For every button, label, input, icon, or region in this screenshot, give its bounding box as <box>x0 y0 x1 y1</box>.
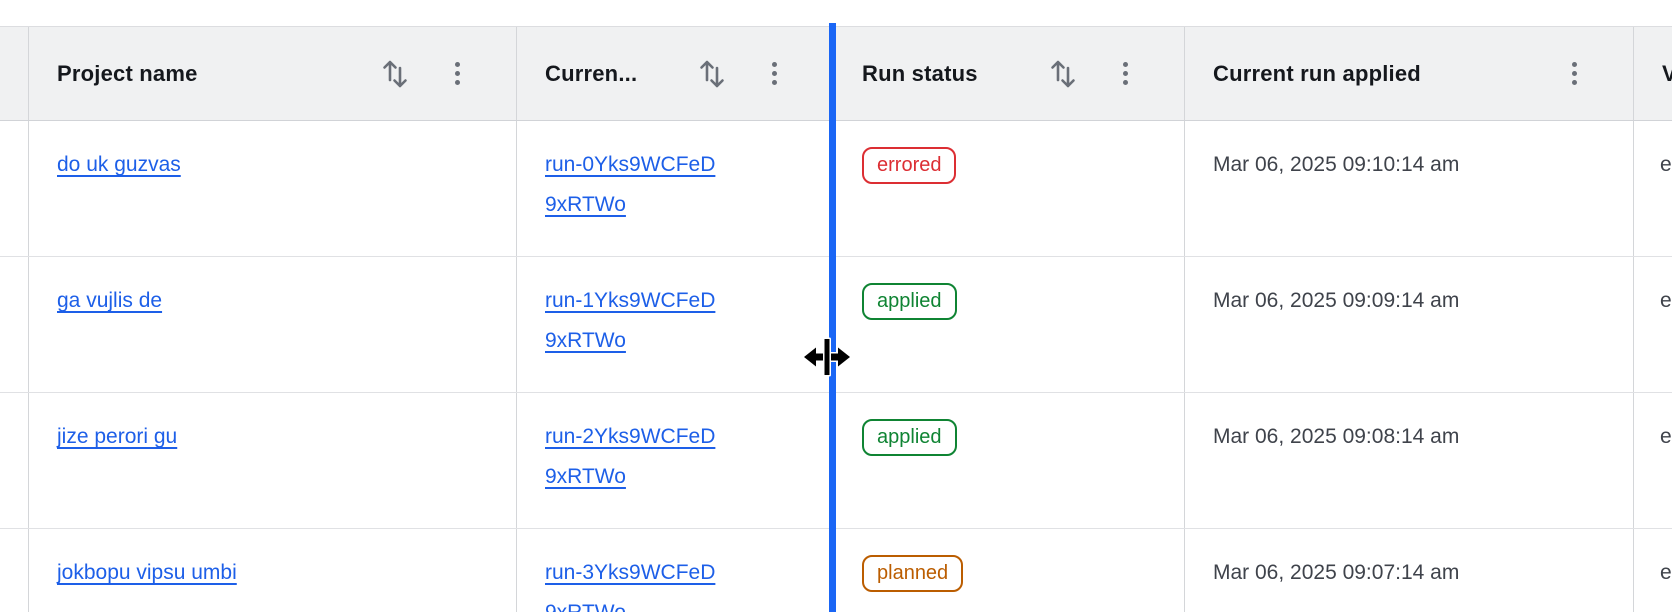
run-id-link[interactable]: run-3Yks9WCFeD 9xRTWo <box>545 561 716 612</box>
current-run-cell: run-0Yks9WCFeD 9xRTWo <box>517 121 834 256</box>
clipped-right-cell: e <box>1634 121 1672 256</box>
kebab-icon <box>1571 62 1577 85</box>
project-name-cell: jize perori gu <box>29 393 517 528</box>
column-label-current-run: Curren... <box>545 60 638 86</box>
clipped-value: e <box>1660 425 1672 448</box>
current-run-cell: run-3Yks9WCFeD 9xRTWo <box>517 529 834 612</box>
run-status-cell: errored <box>834 121 1185 256</box>
status-badge: errored <box>862 146 957 184</box>
project-name-cell: ga vujlis de <box>29 257 517 392</box>
run-id-link[interactable]: run-2Yks9WCFeD 9xRTWo <box>545 425 716 488</box>
status-badge: applied <box>862 418 957 456</box>
project-name-link[interactable]: jokbopu vipsu umbi <box>57 561 237 584</box>
header-cell-current-run-applied: Current run applied <box>1185 27 1634 120</box>
stub-cell <box>0 393 29 528</box>
table-row: ga vujlis de run-1Yks9WCFeD 9xRTWo appli… <box>0 257 1672 393</box>
clipped-right-cell: e <box>1634 393 1672 528</box>
sort-arrows-icon <box>1051 60 1075 87</box>
column-label-run-status: Run status <box>862 60 978 86</box>
run-status-cell: planned <box>834 529 1185 612</box>
status-badge: planned <box>862 554 964 592</box>
current-run-cell: run-1Yks9WCFeD 9xRTWo <box>517 257 834 392</box>
clipped-right-cell: e <box>1634 257 1672 392</box>
clipped-value: e <box>1660 153 1672 176</box>
current-run-applied-cell: Mar 06, 2025 09:09:14 am <box>1185 257 1634 392</box>
run-id-link[interactable]: run-1Yks9WCFeD 9xRTWo <box>545 289 716 352</box>
sort-button-run-status[interactable] <box>1049 57 1077 91</box>
stub-cell <box>0 121 29 256</box>
clipped-right-cell: e <box>1634 529 1672 612</box>
current-run-applied-cell: Mar 06, 2025 09:07:14 am <box>1185 529 1634 612</box>
clipped-value: e <box>1660 561 1672 584</box>
current-run-applied-cell: Mar 06, 2025 09:08:14 am <box>1185 393 1634 528</box>
current-run-applied-cell: Mar 06, 2025 09:10:14 am <box>1185 121 1634 256</box>
column-menu-button-run-status[interactable] <box>1111 57 1139 91</box>
stub-cell <box>0 529 29 612</box>
applied-timestamp: Mar 06, 2025 09:09:14 am <box>1213 289 1460 312</box>
column-resize-indicator-line[interactable] <box>829 23 836 612</box>
applied-timestamp: Mar 06, 2025 09:08:14 am <box>1213 425 1460 448</box>
run-id-link[interactable]: run-0Yks9WCFeD 9xRTWo <box>545 153 716 216</box>
header-cell-run-status: Run status <box>834 27 1185 120</box>
column-label-project-name: Project name <box>57 60 198 86</box>
sort-button-project-name[interactable] <box>381 57 409 91</box>
column-menu-button-current-run-applied[interactable] <box>1560 57 1588 91</box>
project-name-cell: do uk guzvas <box>29 121 517 256</box>
status-badge: applied <box>862 282 957 320</box>
table-header-row: Project name Curren... <box>0 26 1672 121</box>
column-label-current-run-applied: Current run applied <box>1213 60 1421 86</box>
current-run-cell: run-2Yks9WCFeD 9xRTWo <box>517 393 834 528</box>
column-label-clipped-right: V <box>1662 60 1672 86</box>
header-cell-current-run: Curren... <box>517 27 834 120</box>
applied-timestamp: Mar 06, 2025 09:10:14 am <box>1213 153 1460 176</box>
table-row: jokbopu vipsu umbi run-3Yks9WCFeD 9xRTWo… <box>0 529 1672 612</box>
column-menu-button-current-run[interactable] <box>760 57 788 91</box>
column-menu-button-project-name[interactable] <box>443 57 471 91</box>
project-name-link[interactable]: do uk guzvas <box>57 153 181 176</box>
sort-arrows-icon <box>700 60 724 87</box>
header-cell-clipped-right: V <box>1634 27 1672 120</box>
table-row: do uk guzvas run-0Yks9WCFeD 9xRTWo error… <box>0 121 1672 257</box>
header-cell-project-name: Project name <box>29 27 517 120</box>
projects-table: Project name Curren... <box>0 26 1672 612</box>
project-name-link[interactable]: ga vujlis de <box>57 289 163 312</box>
applied-timestamp: Mar 06, 2025 09:07:14 am <box>1213 561 1460 584</box>
clipped-value: e <box>1660 289 1672 312</box>
stub-cell <box>0 257 29 392</box>
kebab-icon <box>1122 62 1128 85</box>
project-name-cell: jokbopu vipsu umbi <box>29 529 517 612</box>
kebab-icon <box>771 62 777 85</box>
header-cell-stub <box>0 27 29 120</box>
table-row: jize perori gu run-2Yks9WCFeD 9xRTWo app… <box>0 393 1672 529</box>
sort-button-current-run[interactable] <box>698 57 726 91</box>
run-status-cell: applied <box>834 257 1185 392</box>
kebab-icon <box>454 62 460 85</box>
sort-arrows-icon <box>383 60 407 87</box>
project-name-link[interactable]: jize perori gu <box>57 425 178 448</box>
run-status-cell: applied <box>834 393 1185 528</box>
